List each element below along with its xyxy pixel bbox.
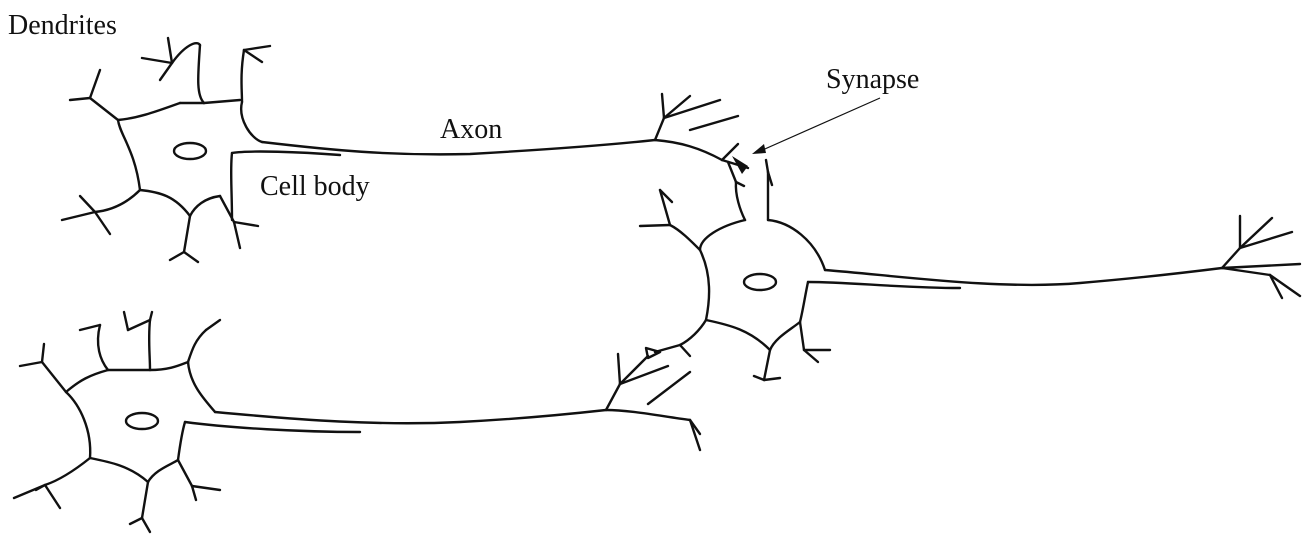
label-dendrites: Dendrites bbox=[8, 10, 117, 41]
axon-bottom-left bbox=[215, 410, 606, 423]
label-synapse: Synapse bbox=[826, 64, 919, 95]
cell-body-bottom-left bbox=[45, 320, 215, 485]
axon-terminal-bottom-left bbox=[606, 354, 700, 450]
dendrites-top-left bbox=[62, 38, 270, 262]
nucleus-top-left bbox=[174, 143, 206, 159]
nucleus-middle-right bbox=[744, 274, 776, 290]
synapse-pointer-line bbox=[758, 98, 880, 152]
neuron-middle-right bbox=[640, 160, 1300, 380]
axon-terminal-middle-right bbox=[1222, 216, 1300, 298]
label-axon: Axon bbox=[440, 114, 502, 145]
synapse-pointer-arrow-icon bbox=[752, 144, 766, 154]
nucleus-bottom-left bbox=[126, 413, 158, 429]
dendrites-middle-right bbox=[640, 160, 830, 380]
cell-body-top-left bbox=[95, 43, 262, 220]
cell-body-middle-right bbox=[670, 172, 1222, 350]
label-cell-body: Cell body bbox=[260, 171, 370, 202]
neuron-top-left bbox=[62, 38, 748, 262]
synaptic-arrow-icon bbox=[646, 348, 660, 358]
axon-terminal-top-left bbox=[655, 94, 748, 168]
neuron-bottom-left bbox=[14, 312, 700, 532]
